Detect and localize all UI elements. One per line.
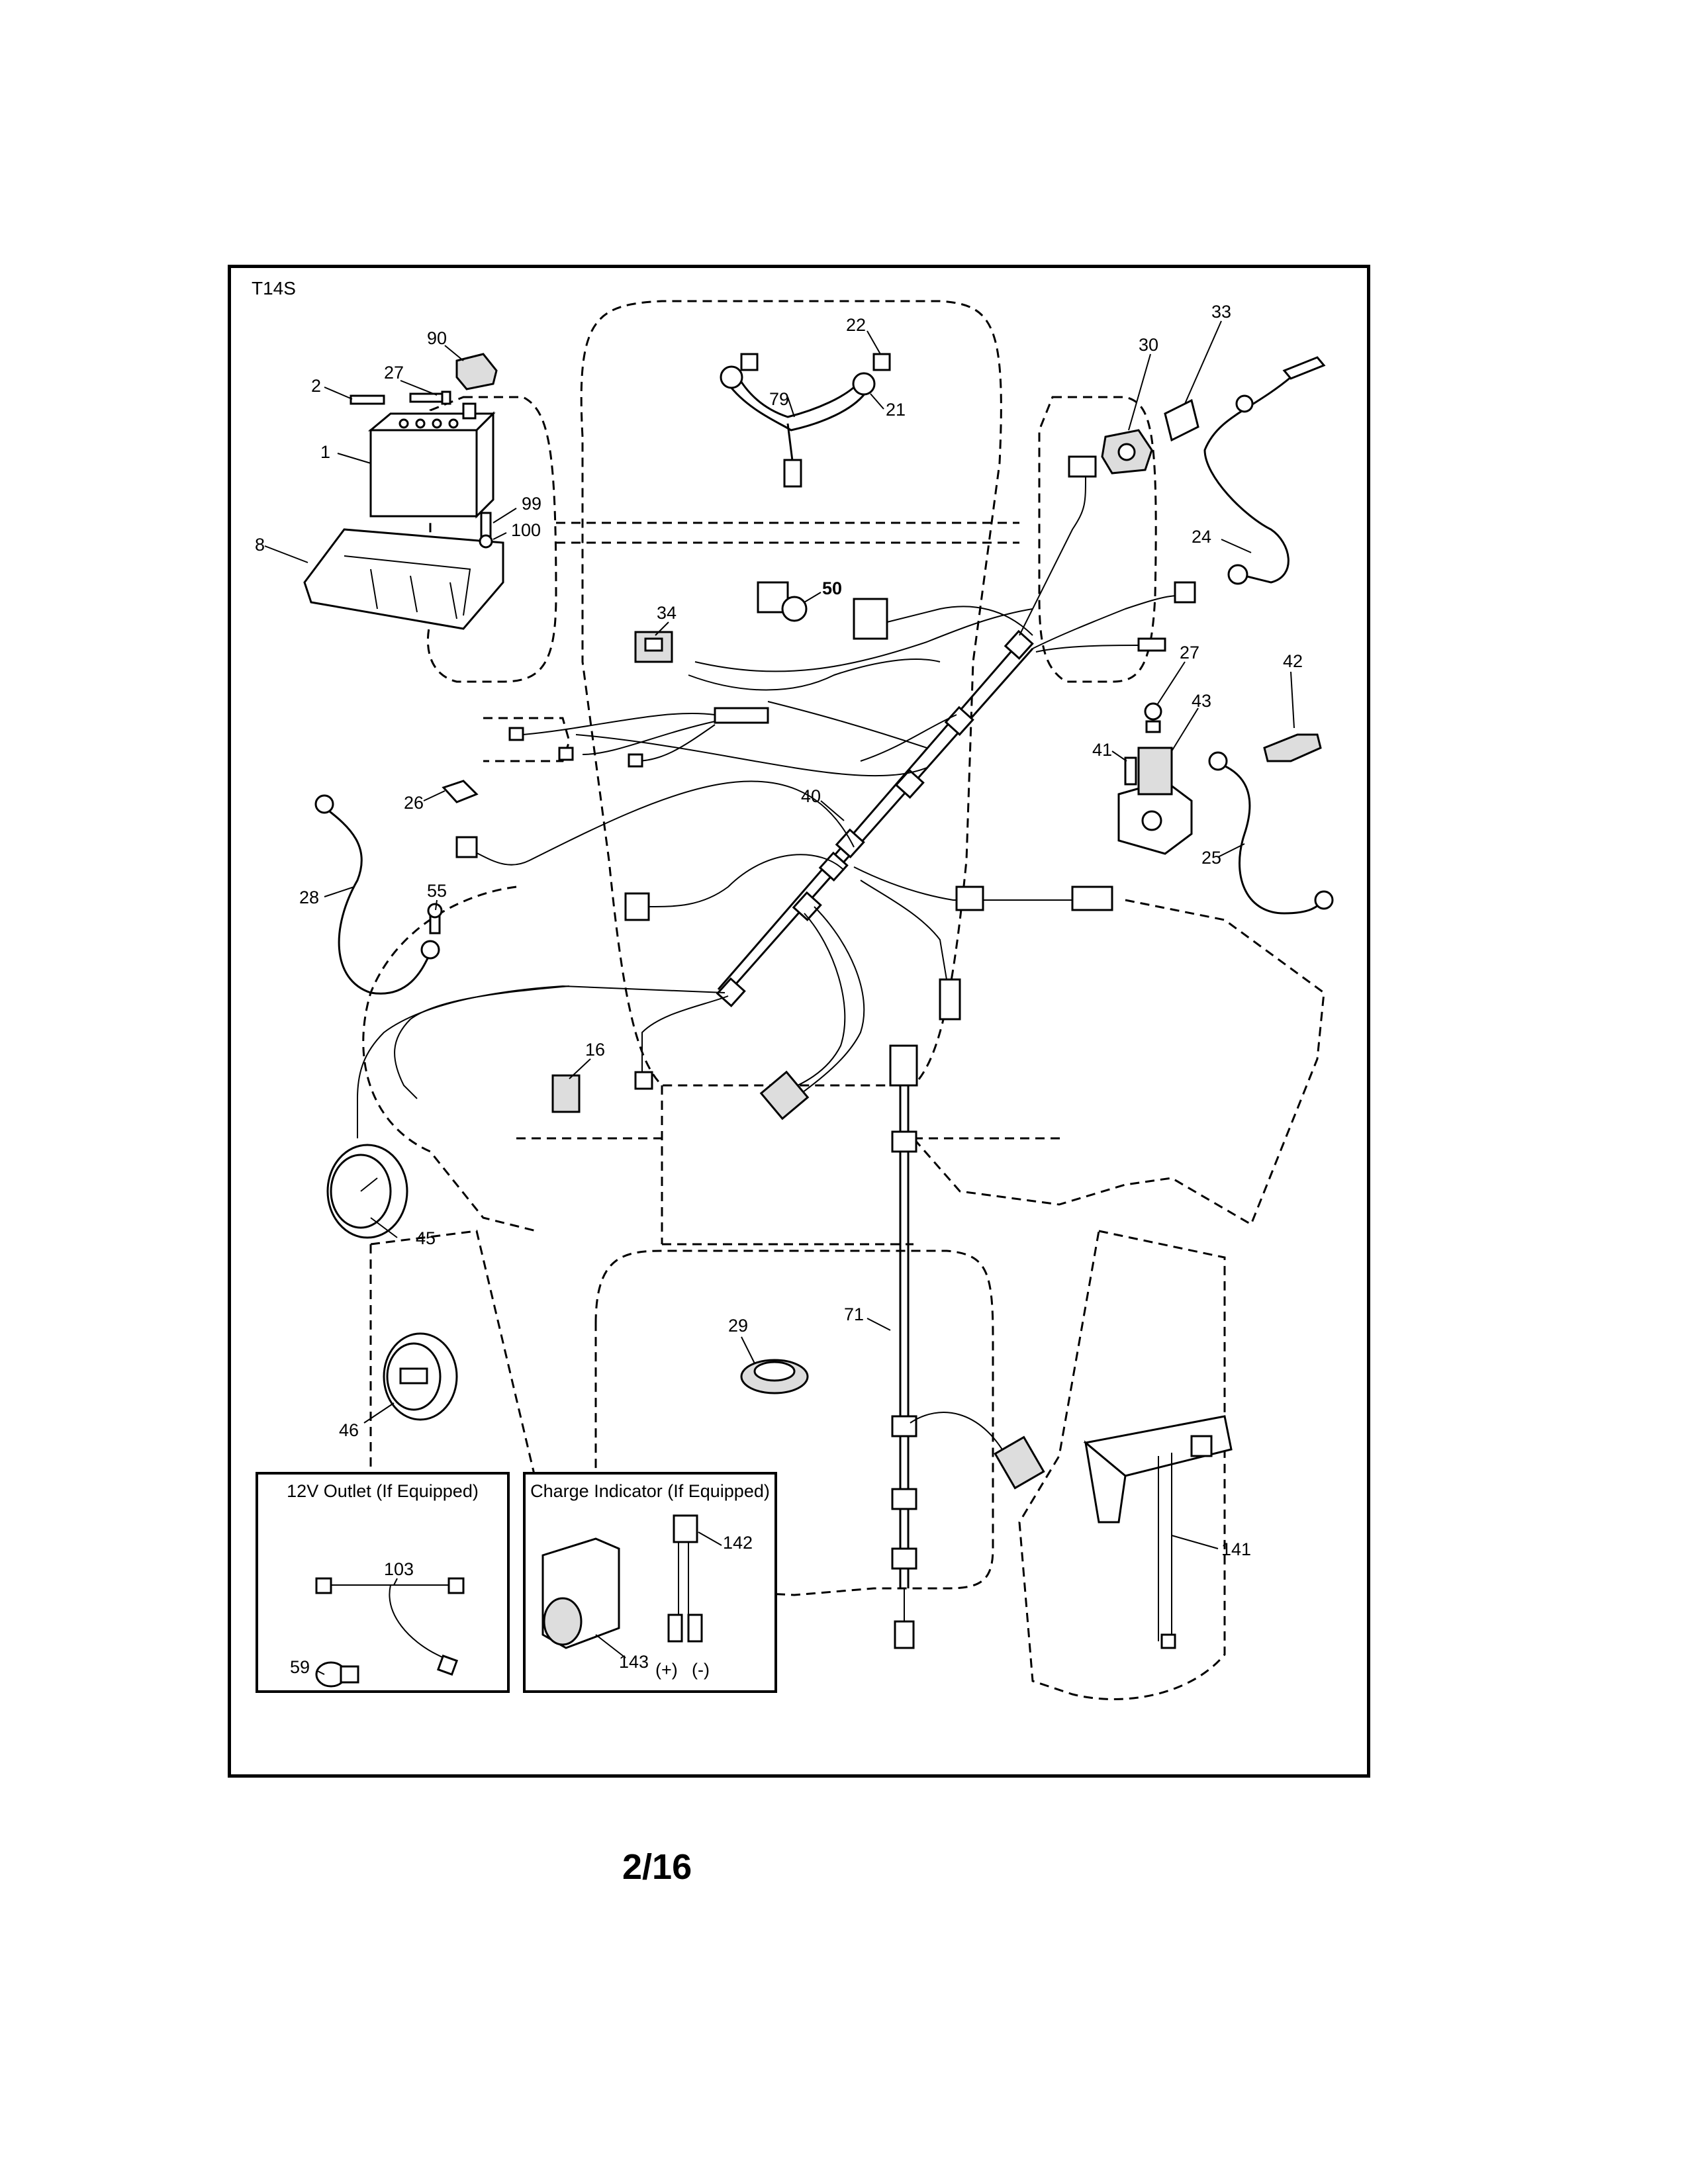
switch-141 [1083, 1415, 1233, 1649]
callout-25: 25 [1201, 848, 1221, 868]
callout-40: 40 [801, 786, 821, 806]
minus-terminal-label: (-) [692, 1660, 710, 1680]
callout-16: 16 [585, 1040, 605, 1060]
callout-41: 41 [1092, 740, 1112, 760]
leader-lines [264, 320, 1295, 1675]
boot-42 [1263, 733, 1322, 762]
cable-24 [1203, 356, 1326, 585]
callout-2: 2 [311, 376, 321, 396]
inset-charge-title: Charge Indicator (If Equipped) [530, 1481, 770, 1501]
hardware-2-27 [350, 390, 451, 405]
callout-143: 143 [619, 1652, 649, 1672]
main-harness-40 [357, 455, 1196, 1138]
connector-16 [551, 1074, 581, 1113]
part-33 [1164, 398, 1199, 442]
hardware-99-100 [479, 512, 493, 549]
callout-27a: 27 [384, 363, 404, 383]
callouts: 90 2 27 1 99 100 8 22 79 21 30 33 24 34 … [255, 302, 1303, 1677]
inset-12v-outlet: 12V Outlet (If Equipped) [256, 1472, 510, 1693]
diagram-frame [228, 265, 1370, 1778]
nut-27 [1144, 702, 1162, 733]
callout-142: 142 [723, 1533, 753, 1553]
callout-141: 141 [1221, 1539, 1251, 1559]
part-29 [740, 1359, 809, 1394]
inset-charge-indicator: Charge Indicator (If Equipped) (+) (-) [523, 1472, 777, 1693]
callout-59: 59 [290, 1657, 310, 1677]
fuse-26 [442, 780, 479, 803]
callout-30: 30 [1139, 335, 1158, 355]
plus-terminal-label: (+) [655, 1660, 678, 1680]
part-50 [757, 581, 808, 622]
cable-25 [1208, 751, 1334, 915]
callout-27b: 27 [1180, 643, 1199, 662]
callout-79: 79 [769, 389, 789, 409]
page-number: 2/16 [622, 1847, 692, 1887]
gauge-45 [326, 1144, 408, 1239]
callout-8: 8 [255, 535, 265, 555]
meter-46 [383, 1332, 458, 1421]
callout-50: 50 [822, 578, 842, 598]
cable-28 [314, 794, 440, 995]
callout-1: 1 [320, 442, 330, 462]
model-code: T14S [252, 278, 296, 298]
callout-29: 29 [728, 1316, 748, 1336]
callout-28: 28 [299, 887, 319, 907]
callout-99: 99 [522, 494, 541, 514]
battery-1 [367, 402, 496, 519]
callout-90: 90 [427, 328, 447, 348]
switch-34 [634, 631, 673, 663]
callout-45: 45 [416, 1228, 436, 1248]
bolt-55 [427, 903, 443, 934]
callout-46: 46 [339, 1420, 359, 1440]
harness-71 [889, 1044, 1045, 1649]
callout-26: 26 [404, 793, 424, 813]
callout-21: 21 [886, 400, 906, 420]
callout-100: 100 [511, 520, 541, 540]
battery-tray-8 [303, 528, 504, 630]
solenoid-43 [1117, 747, 1193, 855]
part-90 [455, 353, 498, 390]
callout-55: 55 [427, 881, 447, 901]
callout-43: 43 [1192, 691, 1211, 711]
ignition-switch-30 [1101, 429, 1153, 475]
callout-24: 24 [1192, 527, 1211, 547]
callout-103: 103 [384, 1559, 414, 1579]
callout-42: 42 [1283, 651, 1303, 671]
inset-outlet-title: 12V Outlet (If Equipped) [287, 1481, 479, 1501]
callout-71: 71 [844, 1304, 864, 1324]
headlight-harness-21 [720, 353, 891, 488]
callout-22: 22 [846, 315, 866, 335]
callout-34: 34 [657, 603, 677, 623]
bolt-41 [1124, 756, 1137, 786]
callout-33: 33 [1211, 302, 1231, 322]
